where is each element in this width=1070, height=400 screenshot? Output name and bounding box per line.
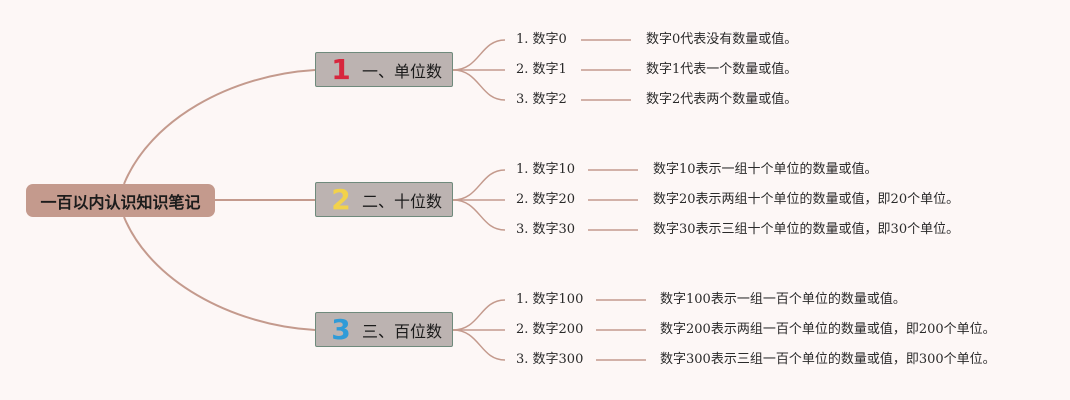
branch-2-item-1-line (452, 169, 506, 201)
branch-1-item-1-line (452, 39, 506, 71)
branch-3-item-3-line (452, 329, 506, 361)
subtopic-number-200[interactable]: 2. 数字200 (516, 322, 584, 337)
branch-topic-tens[interactable]: 2 二、十位数 (315, 182, 453, 217)
root-topic[interactable]: 一百以内认识知识笔记 (26, 184, 215, 217)
description-number-300[interactable]: 数字300表示三组一百个单位的数量或值，即300个单位。 (660, 352, 996, 367)
description-number-10[interactable]: 数字10表示一组十个单位的数量或值。 (653, 162, 878, 177)
description-digit-2[interactable]: 数字2代表两个数量或值。 (646, 92, 798, 107)
number-1-badge: 1 (331, 52, 351, 86)
root-to-branch-3-line (123, 216, 316, 331)
description-digit-0[interactable]: 数字0代表没有数量或值。 (646, 32, 798, 47)
branch-topic-label: 二、十位数 (362, 191, 443, 211)
subtopic-number-20[interactable]: 2. 数字20 (516, 192, 576, 207)
description-number-200[interactable]: 数字200表示两组一百个单位的数量或值，即200个单位。 (660, 322, 996, 337)
description-digit-1[interactable]: 数字1代表一个数量或值。 (646, 62, 798, 77)
subtopic-number-30[interactable]: 3. 数字30 (516, 222, 576, 237)
description-number-30[interactable]: 数字30表示三组十个单位的数量或值，即30个单位。 (653, 222, 960, 237)
root-to-branch-1-line (123, 69, 316, 185)
branch-3-item-1-line (452, 299, 506, 331)
branch-2-item-3-line (452, 199, 506, 231)
branch-topic-label: 一、单位数 (362, 61, 443, 81)
subtopic-number-300[interactable]: 3. 数字300 (516, 352, 584, 367)
subtopic-number-100[interactable]: 1. 数字100 (516, 292, 584, 307)
number-2-badge: 2 (331, 182, 351, 216)
branch-topic-hundreds[interactable]: 3 三、百位数 (315, 312, 453, 347)
branch-1-item-3-line (452, 69, 506, 101)
branch-topic-label: 三、百位数 (362, 321, 443, 341)
subtopic-digit-1[interactable]: 2. 数字1 (516, 62, 567, 77)
subtopic-digit-2[interactable]: 3. 数字2 (516, 92, 567, 107)
branch-topic-units[interactable]: 1 一、单位数 (315, 52, 453, 87)
number-3-badge: 3 (331, 312, 351, 346)
description-number-100[interactable]: 数字100表示一组一百个单位的数量或值。 (660, 292, 906, 307)
subtopic-number-10[interactable]: 1. 数字10 (516, 162, 576, 177)
description-number-20[interactable]: 数字20表示两组十个单位的数量或值，即20个单位。 (653, 192, 960, 207)
root-topic-label: 一百以内认识知识笔记 (40, 192, 201, 212)
subtopic-digit-0[interactable]: 1. 数字0 (516, 32, 567, 47)
